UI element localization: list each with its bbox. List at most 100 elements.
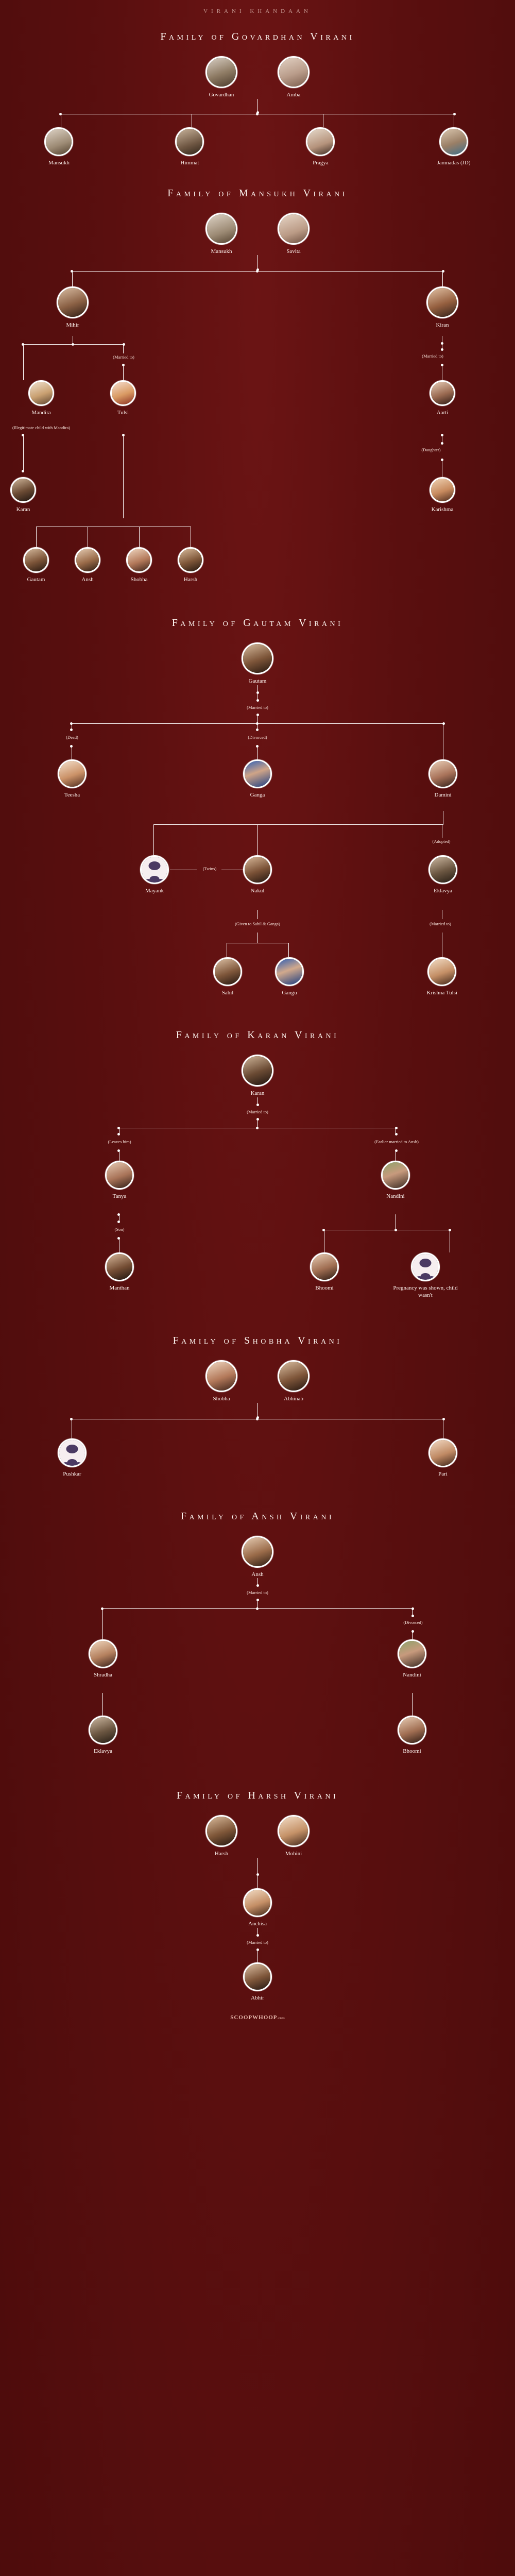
connector: [0, 1858, 515, 1889]
relation-note: (Married to): [247, 705, 268, 710]
person-name: Mihir: [66, 322, 79, 329]
person-node[interactable]: Shradha: [89, 1639, 117, 1679]
person-name: Ganga: [250, 792, 265, 799]
person-node[interactable]: Jamnadas (JD): [437, 127, 471, 167]
person-name: Aarti: [436, 410, 449, 416]
person-name: Mansukh: [48, 159, 70, 166]
person-name: Mandira: [31, 410, 51, 416]
person-node[interactable]: Pregnancy was shown, child wasn't: [387, 1252, 464, 1299]
avatar: [306, 127, 335, 156]
person-node[interactable]: Bhoomi: [398, 1716, 426, 1755]
section-title-shobha: Family of Shobha Virani: [173, 1334, 342, 1346]
avatar: [23, 547, 49, 573]
person-name: Mansukh: [211, 248, 232, 255]
person-node[interactable]: Nakul: [243, 855, 272, 895]
person-name: Bhoomi: [315, 1284, 334, 1291]
person-node[interactable]: Eklavya: [428, 855, 457, 895]
tree-govardhan: Govardhan Amba Mansukh: [0, 56, 515, 167]
person-name: Anchisa: [248, 1921, 267, 1927]
person-node[interactable]: Amba: [278, 56, 310, 99]
relation-note: (Married to): [430, 921, 451, 927]
connector-layer: (Daughter): [0, 434, 515, 519]
generation-row: Sahil Gangu Krishna Tulsi: [0, 957, 515, 1009]
person-name: Nakul: [250, 888, 265, 894]
connector: (Married to): [0, 1927, 515, 1962]
generation-row: Govardhan Amba: [0, 56, 515, 99]
person-node[interactable]: Bhoomi: [310, 1252, 339, 1292]
generation-row: Mayank Nakul Eklavya (Twins): [0, 855, 515, 910]
person-name: Teesha: [64, 792, 80, 799]
person-node[interactable]: Govardhan: [205, 56, 237, 99]
person-node[interactable]: Nandini: [381, 1160, 410, 1200]
person-node[interactable]: Harsh: [205, 1815, 237, 1858]
avatar: [428, 1438, 457, 1467]
person-node[interactable]: Himmat: [175, 127, 204, 167]
person-node[interactable]: Mandira (Illegitimate child with Mandira…: [10, 380, 72, 431]
person-node[interactable]: Karishma: [430, 477, 455, 514]
person-node[interactable]: Gautam: [23, 547, 49, 584]
person-node[interactable]: Ganga: [243, 759, 272, 799]
person-node[interactable]: Shobha: [126, 547, 152, 584]
connector: (Married to): [0, 1578, 515, 1609]
person-node[interactable]: Teesha: [58, 759, 87, 799]
person-node[interactable]: Mohini: [278, 1815, 310, 1858]
person-node[interactable]: Pushkar: [58, 1438, 87, 1478]
connector-layer: (Son): [0, 1213, 515, 1252]
person-node[interactable]: Mayank: [140, 855, 169, 895]
connector-bus: [0, 270, 515, 287]
person-name: Harsh: [183, 577, 198, 583]
person-node[interactable]: Mihir: [57, 286, 89, 329]
person-name: Gautam: [27, 577, 45, 583]
person-name: Tulsi: [117, 410, 129, 416]
person-name: Nandini: [403, 1672, 421, 1679]
person-node[interactable]: Sahil: [213, 957, 242, 997]
footer-brand-name: SCOOPWHOOP: [230, 2014, 278, 2021]
tree-gautam: Gautam (Married to) (Dead) (Divorced): [0, 642, 515, 1009]
avatar-placeholder: [140, 855, 169, 885]
person-node[interactable]: Eklavya: [89, 1716, 117, 1755]
person-node[interactable]: Tanya: [105, 1160, 134, 1200]
person-name: Jamnadas (JD): [437, 159, 471, 166]
person-node[interactable]: Damini: [428, 759, 457, 799]
person-node[interactable]: Gangu: [275, 957, 304, 997]
person-node[interactable]: Anchisa: [243, 1888, 272, 1928]
connector: [0, 98, 515, 114]
section-title-mansukh: Family of Mansukh Virani: [167, 187, 348, 199]
person-node[interactable]: Ansh: [75, 547, 100, 584]
person-node[interactable]: Aarti: [430, 380, 455, 417]
avatar-placeholder: [58, 1438, 87, 1467]
person-node[interactable]: Pari: [428, 1438, 457, 1478]
person-name: Pari: [438, 1470, 448, 1477]
person-node[interactable]: Mansukh: [44, 127, 74, 167]
person-node[interactable]: Nandini: [398, 1639, 426, 1679]
person-node[interactable]: Ansh: [242, 1535, 273, 1579]
person-node[interactable]: Krishna Tulsi: [426, 957, 457, 997]
generation-row: Gautam: [0, 642, 515, 685]
person-node[interactable]: Karan: [242, 1055, 273, 1097]
avatar: [126, 547, 152, 573]
person-node[interactable]: Pragya: [306, 127, 335, 167]
person-node[interactable]: Manthan: [105, 1252, 134, 1292]
person-node[interactable]: Karan: [10, 477, 36, 514]
person-node[interactable]: Kiran: [426, 286, 458, 329]
person-node[interactable]: Shobha: [205, 1360, 237, 1403]
avatar: [105, 1160, 134, 1190]
footer-brand-suffix: .com: [277, 2015, 285, 2020]
avatar: [110, 380, 136, 406]
section-title-govardhan: Family of Govardhan Virani: [160, 31, 355, 42]
person-node[interactable]: Abhinab: [278, 1360, 310, 1403]
avatar: [278, 212, 310, 245]
person-name: Amba: [286, 92, 301, 98]
person-node[interactable]: Abhir: [243, 1962, 272, 2002]
relation-note: (Adopted): [432, 839, 451, 844]
person-node[interactable]: Savita: [278, 212, 310, 256]
tree-karan: Karan (Married to) (Leaves him) (Earlier…: [0, 1055, 515, 1314]
person-name: Eklavya: [93, 1748, 113, 1755]
person-node[interactable]: Mansukh: [205, 212, 237, 256]
person-node[interactable]: Tulsi: [110, 380, 136, 417]
infographic-page: VIRANI KHANDAAN Family of Govardhan Vira…: [0, 0, 515, 2030]
generation-row: Mansukh Savita: [0, 212, 515, 256]
person-node[interactable]: Gautam: [242, 642, 273, 685]
person-node[interactable]: Harsh: [178, 547, 203, 584]
connector-layer: [0, 1693, 515, 1716]
